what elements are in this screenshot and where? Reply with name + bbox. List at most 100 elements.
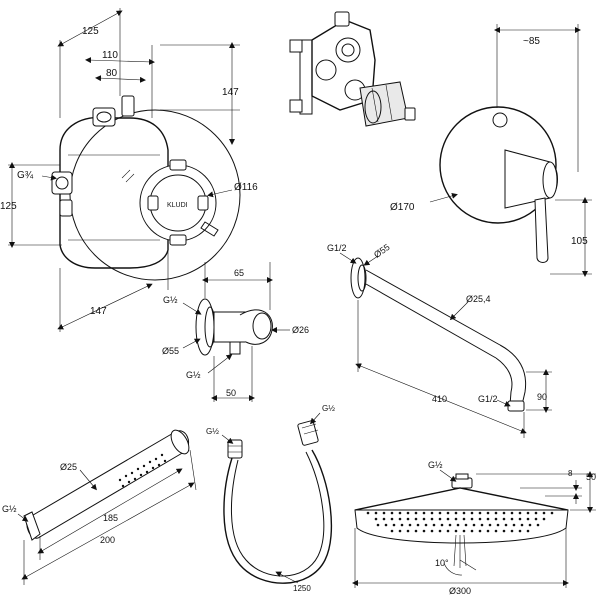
dim-label-125-top: 125 bbox=[82, 26, 99, 37]
head-nozzle bbox=[478, 517, 482, 521]
head-nozzle bbox=[470, 511, 474, 515]
label-outlet-dia-55: Ø55 bbox=[162, 346, 179, 356]
label-outlet-g12-out: G½ bbox=[186, 370, 201, 380]
label-dia-170: Ø170 bbox=[390, 202, 415, 213]
leader-hose-1250 bbox=[275, 571, 299, 584]
trim-rosette bbox=[439, 106, 557, 224]
label-arm-dia-55: Ø55 bbox=[372, 242, 392, 260]
leader-arm-dia-55 bbox=[363, 255, 379, 266]
head-nozzle bbox=[478, 511, 482, 515]
valve-top-port bbox=[96, 111, 112, 123]
wall-outlet-holder: 65 G½ Ø26 Ø55 G½ 50 bbox=[162, 262, 309, 402]
leader-head-g12 bbox=[439, 469, 457, 482]
leader-hose-g12-b bbox=[310, 412, 321, 425]
valve-cover-lug-right bbox=[197, 195, 209, 211]
head-nozzle bbox=[496, 523, 500, 527]
dim-label-185: 185 bbox=[103, 513, 118, 523]
head-nozzle bbox=[488, 523, 492, 527]
head-nozzle bbox=[438, 511, 442, 515]
hand-shower-head-face bbox=[170, 429, 190, 455]
head-nozzle bbox=[424, 523, 428, 527]
head-nozzle bbox=[526, 529, 530, 533]
head-nozzle bbox=[494, 517, 498, 521]
angle-line bbox=[459, 559, 477, 571]
label-dia-300: Ø300 bbox=[449, 586, 471, 596]
exploded-valve-top-port bbox=[335, 37, 361, 63]
head-nozzle bbox=[486, 517, 490, 521]
head-nozzle bbox=[502, 529, 506, 533]
mounting-plate-tab-bottom bbox=[289, 99, 303, 113]
head-nozzle bbox=[494, 529, 498, 533]
head-nozzle bbox=[398, 529, 402, 533]
head-nozzle bbox=[526, 511, 530, 515]
head-nozzle bbox=[414, 511, 418, 515]
label-thread-g34: G¾ bbox=[17, 170, 34, 181]
head-nozzle bbox=[398, 511, 402, 515]
mixer-trim: ~85 Ø170 105 bbox=[390, 24, 592, 277]
leader-outlet-g12-in bbox=[182, 302, 202, 315]
head-nozzle bbox=[366, 511, 370, 515]
dim-line-110 bbox=[85, 57, 155, 65]
hose-inner-loop bbox=[230, 451, 325, 577]
dim-label-105: 105 bbox=[571, 236, 588, 247]
head-nozzle bbox=[550, 511, 554, 515]
head-nozzle bbox=[494, 511, 498, 515]
head-nozzle bbox=[478, 529, 482, 533]
label-hand-dia-25: Ø25 bbox=[60, 462, 77, 472]
outlet-holder-cup bbox=[252, 312, 272, 340]
exploded-valve-side-port bbox=[315, 59, 337, 81]
dim-label-410: 410 bbox=[432, 394, 447, 404]
outlet-bottom-connector bbox=[229, 341, 241, 355]
head-nozzle bbox=[472, 523, 476, 527]
mounting-plate-tab-top bbox=[289, 39, 303, 53]
arm-tube-top bbox=[365, 269, 501, 346]
head-nozzle bbox=[406, 517, 410, 521]
valve-top-plug bbox=[121, 95, 135, 117]
head-nozzle bbox=[438, 517, 442, 521]
head-nozzle bbox=[502, 517, 506, 521]
head-nozzle bbox=[504, 523, 508, 527]
head-nozzle bbox=[526, 517, 530, 521]
cartridge-spindle bbox=[404, 107, 416, 121]
leader-outlet-g12-out bbox=[207, 354, 233, 374]
arm-rosette-inner bbox=[357, 264, 367, 292]
head-nozzle bbox=[542, 517, 546, 521]
valve-brand-label: KLUDI bbox=[167, 202, 188, 209]
dim-label-110: 110 bbox=[102, 50, 118, 61]
dim-label-125-left: 125 bbox=[0, 201, 17, 212]
dim-line-125-top bbox=[57, 10, 123, 47]
head-nozzle bbox=[510, 517, 514, 521]
trim-body-end bbox=[542, 161, 558, 199]
leader-hose-g12-a bbox=[221, 434, 234, 444]
arm-tube-bottom bbox=[365, 283, 497, 359]
hose-connector-right-thread bbox=[301, 423, 319, 435]
head-nozzle bbox=[422, 517, 426, 521]
head-nozzle bbox=[480, 523, 484, 527]
dim-line-410 bbox=[355, 363, 527, 434]
head-nozzle bbox=[534, 511, 538, 515]
valve-flange-outline bbox=[69, 109, 241, 281]
dim-ext-line bbox=[189, 449, 197, 491]
head-nozzle bbox=[464, 523, 468, 527]
head-nozzle bbox=[542, 511, 546, 515]
trim-lever bbox=[534, 197, 549, 263]
head-nozzle bbox=[390, 529, 394, 533]
head-nozzle bbox=[438, 529, 442, 533]
head-nozzle bbox=[462, 529, 466, 533]
head-disc-face bbox=[354, 509, 569, 544]
head-nozzle bbox=[422, 511, 426, 515]
dim-label-8: 8 bbox=[568, 469, 573, 478]
leader-dia-170 bbox=[429, 192, 458, 203]
head-nozzle bbox=[456, 523, 460, 527]
dim-line-80 bbox=[95, 75, 146, 83]
head-nozzle bbox=[454, 511, 458, 515]
hand-shower: Ø25 G½ 185 200 bbox=[2, 429, 197, 585]
dim-label-65: 65 bbox=[234, 268, 244, 278]
head-nozzle bbox=[382, 517, 386, 521]
head-nozzle bbox=[430, 517, 434, 521]
angle-arc bbox=[443, 562, 463, 576]
label-angle-10: 10° bbox=[435, 558, 449, 568]
valve-bracket-marks bbox=[121, 169, 135, 183]
